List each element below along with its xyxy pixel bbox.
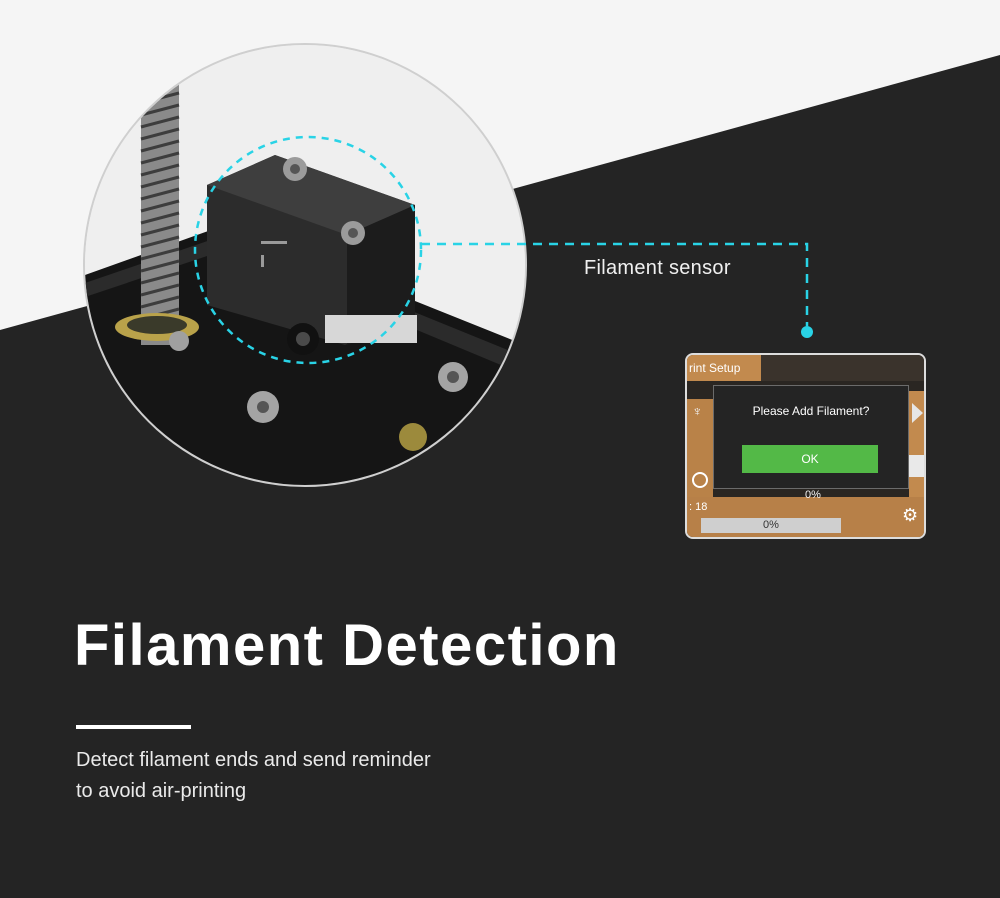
- screen-percent: 0%: [805, 489, 821, 501]
- print-setup-tab: rint Setup: [687, 355, 761, 381]
- gear-icon: ⚙: [902, 505, 919, 525]
- screen-time: : 18: [689, 501, 708, 513]
- play-icon: [912, 403, 923, 423]
- description-line-2: to avoid air-printing: [76, 780, 247, 802]
- dialog-title: Please Add Filament?: [752, 404, 870, 418]
- screen-top-bar: [761, 355, 924, 381]
- ok-button[interactable]: OK: [742, 445, 878, 473]
- description-line-1: Detect filament ends and send reminder: [76, 749, 431, 771]
- feature-description: Detect filament ends and send reminder t…: [76, 745, 536, 807]
- screen-right-strip: [909, 455, 924, 477]
- title-divider: [76, 725, 191, 729]
- sensor-photo: [83, 43, 527, 487]
- add-filament-dialog: Please Add Filament? OK: [713, 385, 909, 489]
- filament-sensor-label: Filament sensor: [584, 257, 731, 279]
- cup-icon: ♆: [692, 403, 703, 419]
- printer-screen: rint Setup ♆ : 18 0% 0% ⚙ Please Add Fil…: [685, 353, 926, 539]
- page-title: Filament Detection: [74, 613, 620, 678]
- gauge-icon: [692, 472, 708, 488]
- screen-progress-bar: 0%: [701, 518, 841, 533]
